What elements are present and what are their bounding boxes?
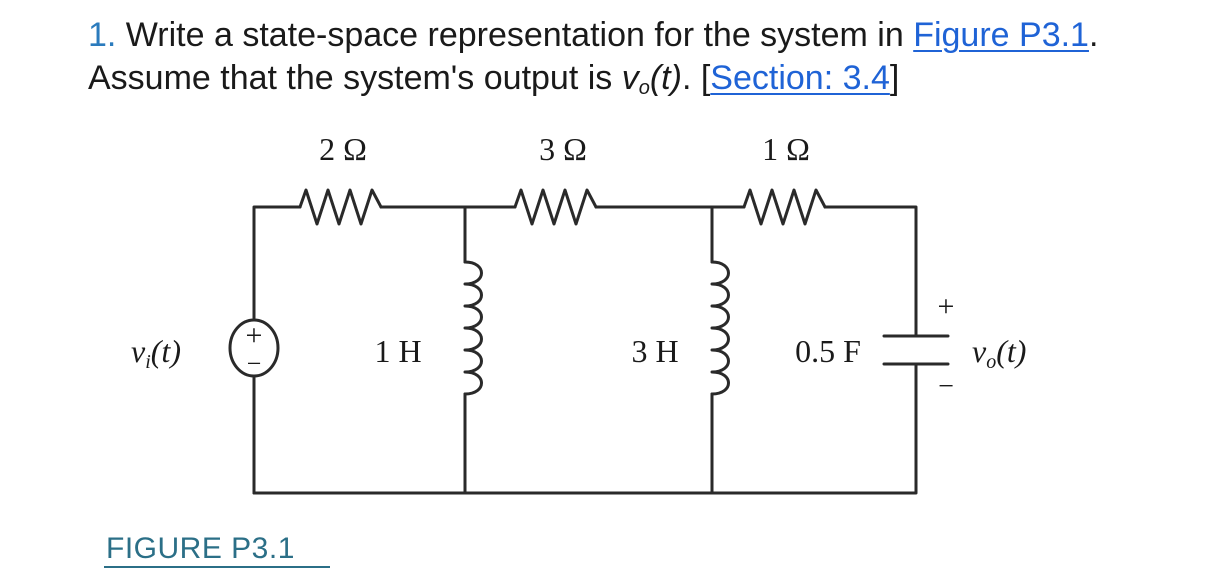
voltage-source-circle <box>228 318 280 378</box>
top-wire-left <box>252 205 302 495</box>
resistor-1-ohm-label: 1 Ω <box>762 131 810 167</box>
output-label-sub: o <box>986 351 996 373</box>
inductor-1h-coils <box>463 260 483 396</box>
source-label-arg: (t) <box>151 333 181 369</box>
output-minus: − <box>938 371 954 402</box>
bottom-wire <box>252 370 918 495</box>
resistor-2-ohm-label: 2 Ω <box>319 131 367 167</box>
inductor-3h-coils <box>710 260 730 396</box>
inductor-3h-label: 3 H <box>631 333 678 369</box>
question-text: 1. Write a state-space representation fo… <box>88 14 1208 110</box>
capacitor-label: 0.5 F <box>795 333 861 369</box>
resistor-3-ohm-label: 3 Ω <box>539 131 587 167</box>
figure-caption[interactable]: FIGURE P3.1 <box>106 532 295 565</box>
question-number: 1. <box>88 16 117 54</box>
output-label-var: v <box>972 333 987 369</box>
section-link[interactable]: Section: 3.4 <box>710 59 890 97</box>
top-wire-right <box>823 205 918 338</box>
source-label-sub: i <box>145 351 151 373</box>
output-label: vo(t) <box>972 333 1026 373</box>
source-label-var: v <box>131 333 146 369</box>
source-plus: + <box>246 319 263 352</box>
output-variable: v <box>621 59 639 97</box>
question-text-part-2: . Assume that the system's output is <box>88 16 1099 97</box>
question-text-part-3: . [ <box>681 59 711 97</box>
resistor-3-ohm <box>513 188 598 226</box>
inductor-1h-label: 1 H <box>374 333 421 369</box>
source-label: vi(t) <box>131 333 181 373</box>
figure-link[interactable]: Figure P3.1 <box>913 16 1089 54</box>
resistor-2-ohm <box>298 188 383 226</box>
output-plus: + <box>938 290 955 323</box>
resistor-1-ohm <box>742 188 827 226</box>
output-variable-subscript: o <box>638 77 650 99</box>
question-text-part-1: Write a state-space representation for t… <box>116 16 914 54</box>
output-variable-arg: (t) <box>649 59 682 97</box>
source-minus: − <box>247 349 262 378</box>
figure-caption-underline <box>104 566 330 568</box>
output-label-arg: (t) <box>996 333 1026 369</box>
question-text-part-4: ] <box>889 59 900 97</box>
